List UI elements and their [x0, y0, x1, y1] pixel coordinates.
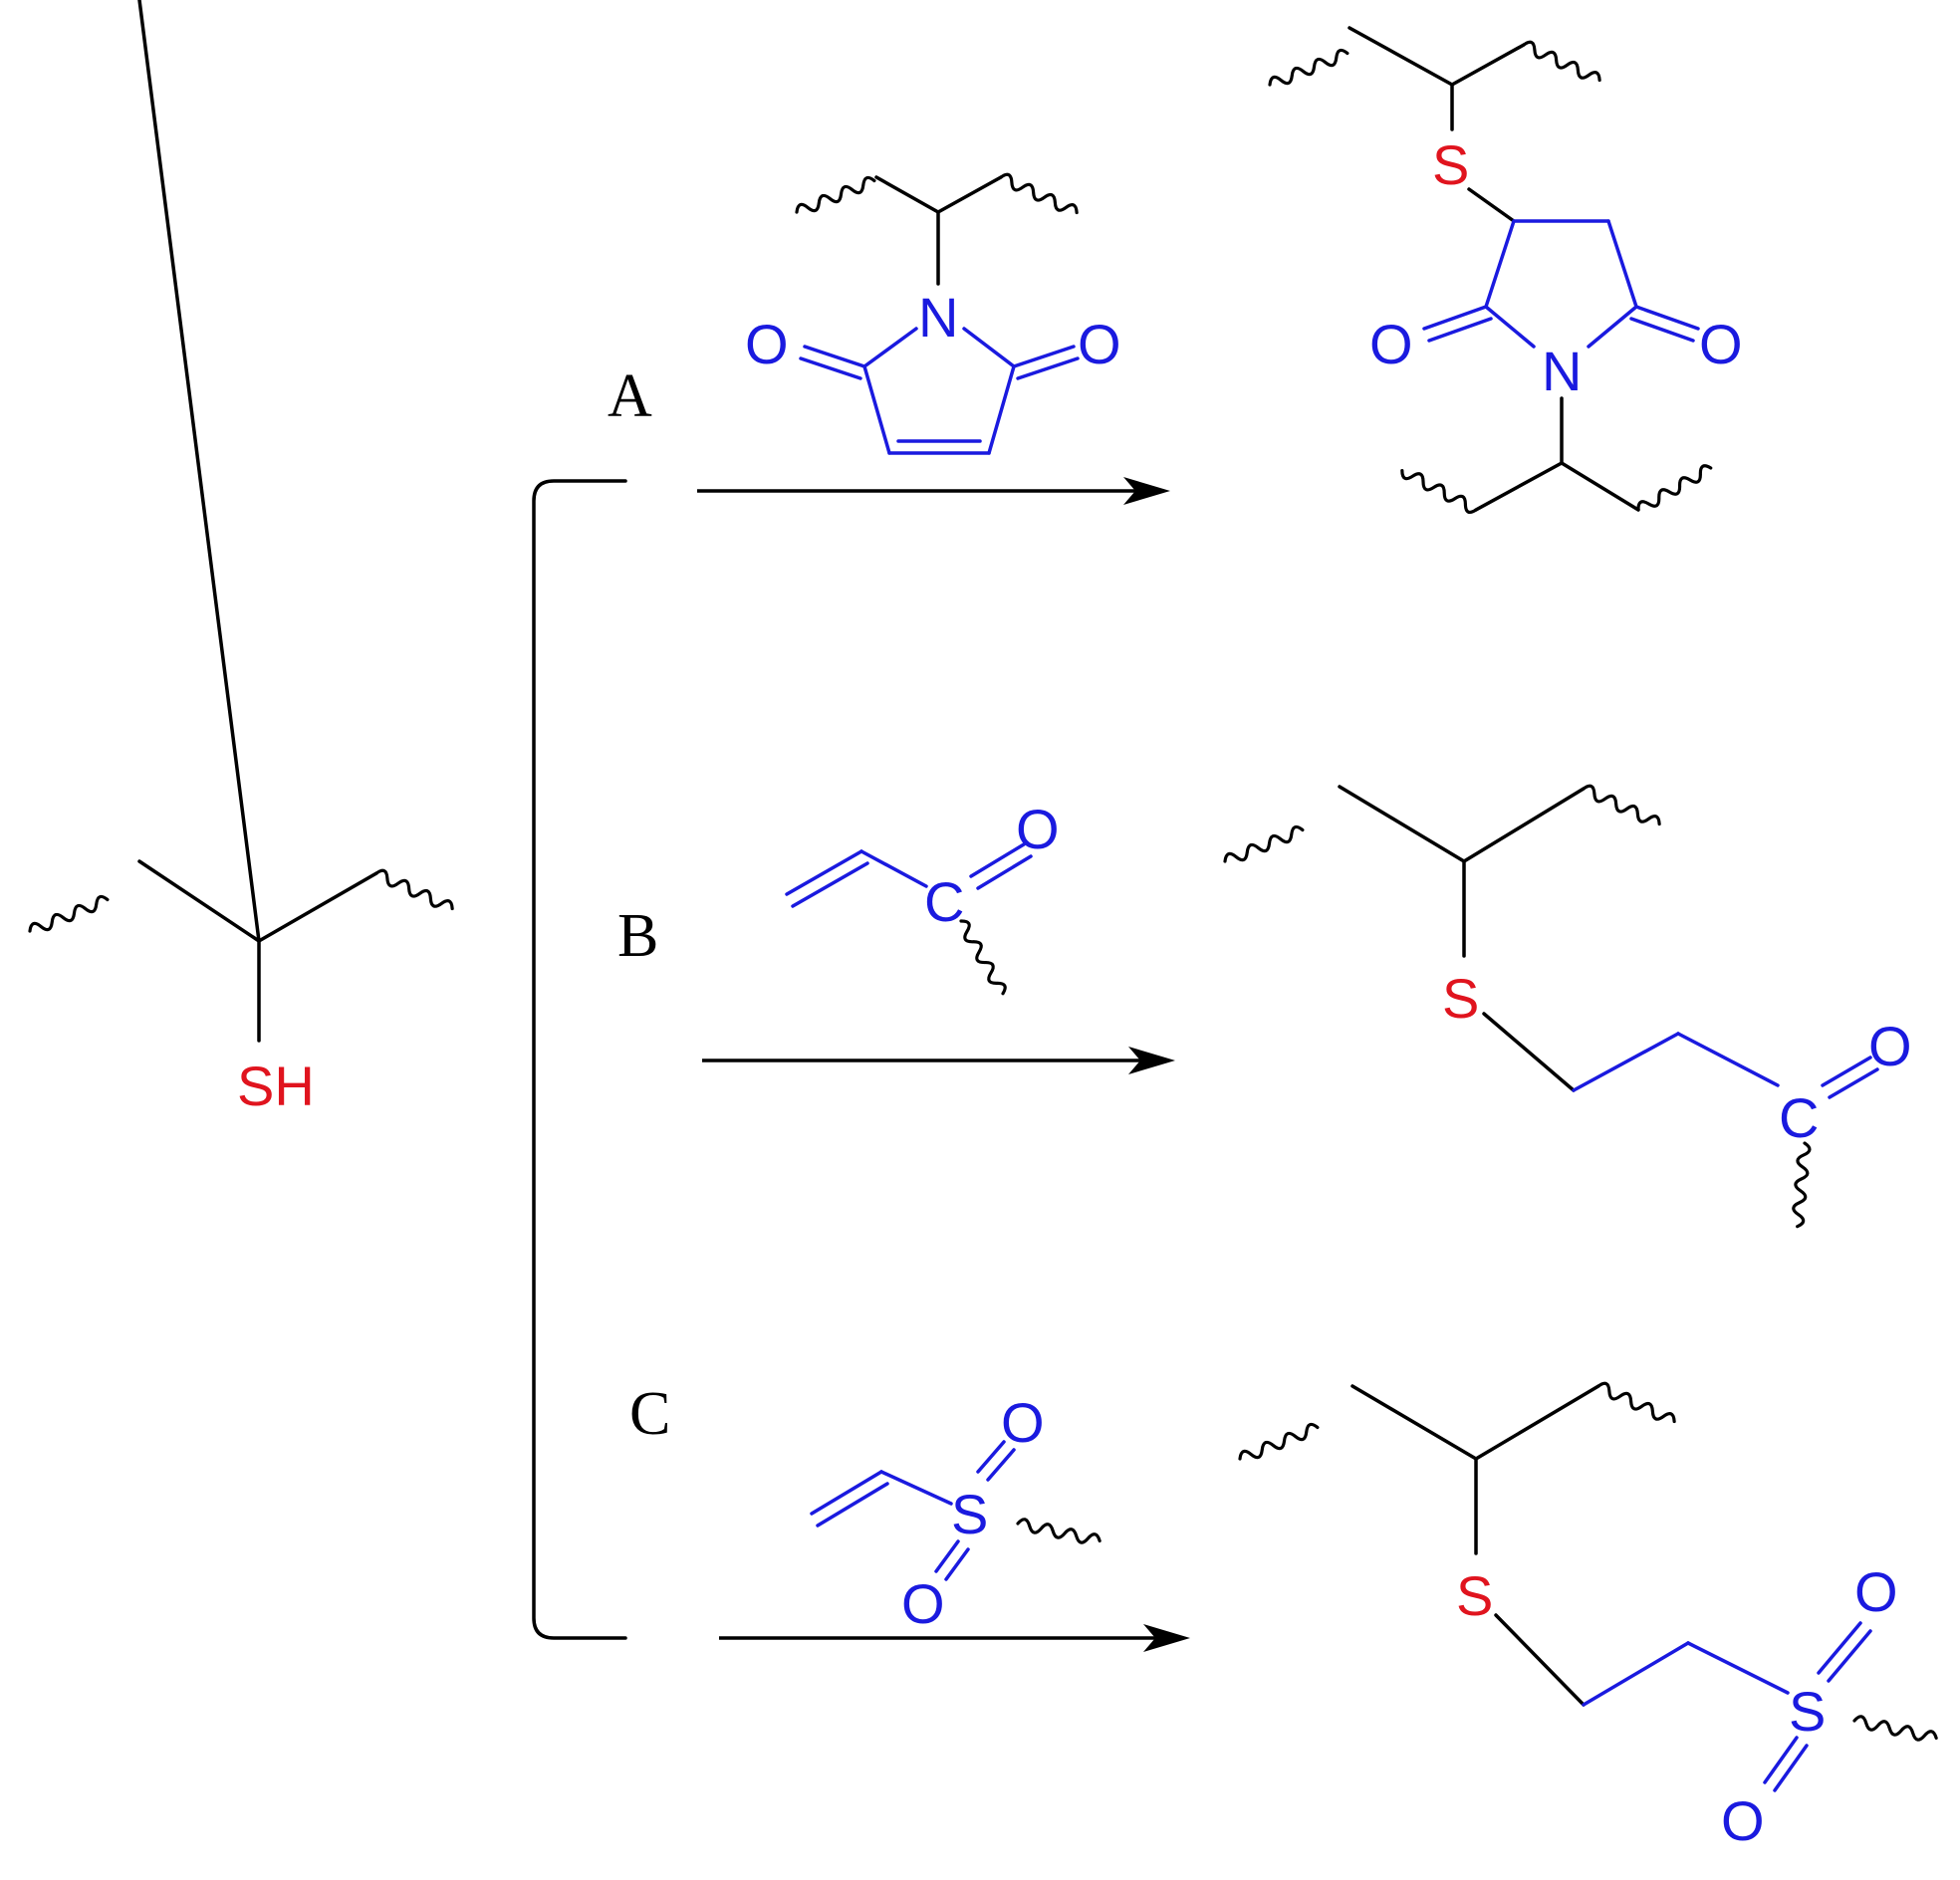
- nitrogen-label: N: [1542, 340, 1582, 402]
- acryloyl-reagent: C O: [785, 798, 1060, 999]
- oxygen-label: O: [745, 313, 789, 375]
- sulfur-label: S: [1789, 1680, 1826, 1743]
- oxygen-label: O: [1854, 1560, 1898, 1623]
- reaction-label-c: C: [629, 1380, 670, 1448]
- oxygen-label: O: [901, 1572, 945, 1635]
- oxygen-label: O: [1001, 1391, 1045, 1454]
- thiol-reactant: SH: [26, 0, 457, 1117]
- vinyl-sulfone-reagent: S O O: [810, 1391, 1102, 1635]
- thiol-group-label: SH: [237, 1055, 315, 1117]
- thiosuccinimide-product: S N O O: [1266, 26, 1743, 517]
- carbon-label: C: [924, 870, 964, 933]
- thioether-product: S C O: [1221, 782, 1912, 1229]
- sulfur-label: S: [1432, 133, 1469, 196]
- maleimide-reagent: N O O: [745, 170, 1121, 455]
- branch-bracket: [532, 479, 627, 1640]
- sulfur-label: S: [951, 1483, 988, 1545]
- sulfur-label: S: [1442, 967, 1479, 1030]
- oxygen-label: O: [1868, 1015, 1912, 1077]
- carbon-label: C: [1779, 1086, 1819, 1149]
- oxygen-label: O: [1078, 313, 1121, 375]
- reaction-label-b: B: [617, 902, 658, 970]
- nitrogen-label: N: [918, 286, 958, 349]
- oxygen-label: O: [1016, 798, 1060, 860]
- reaction-arrow-b: [702, 1047, 1175, 1074]
- oxygen-label: O: [1369, 313, 1413, 375]
- reaction-arrow-c: [719, 1624, 1190, 1652]
- oxygen-label: O: [1721, 1789, 1765, 1852]
- reaction-arrow-a: [697, 477, 1170, 505]
- reaction-label-a: A: [608, 362, 652, 430]
- sulfone-thioether-product: S S O O: [1236, 1379, 1939, 1852]
- oxygen-label: O: [1699, 313, 1743, 375]
- sulfur-label: S: [1456, 1564, 1493, 1627]
